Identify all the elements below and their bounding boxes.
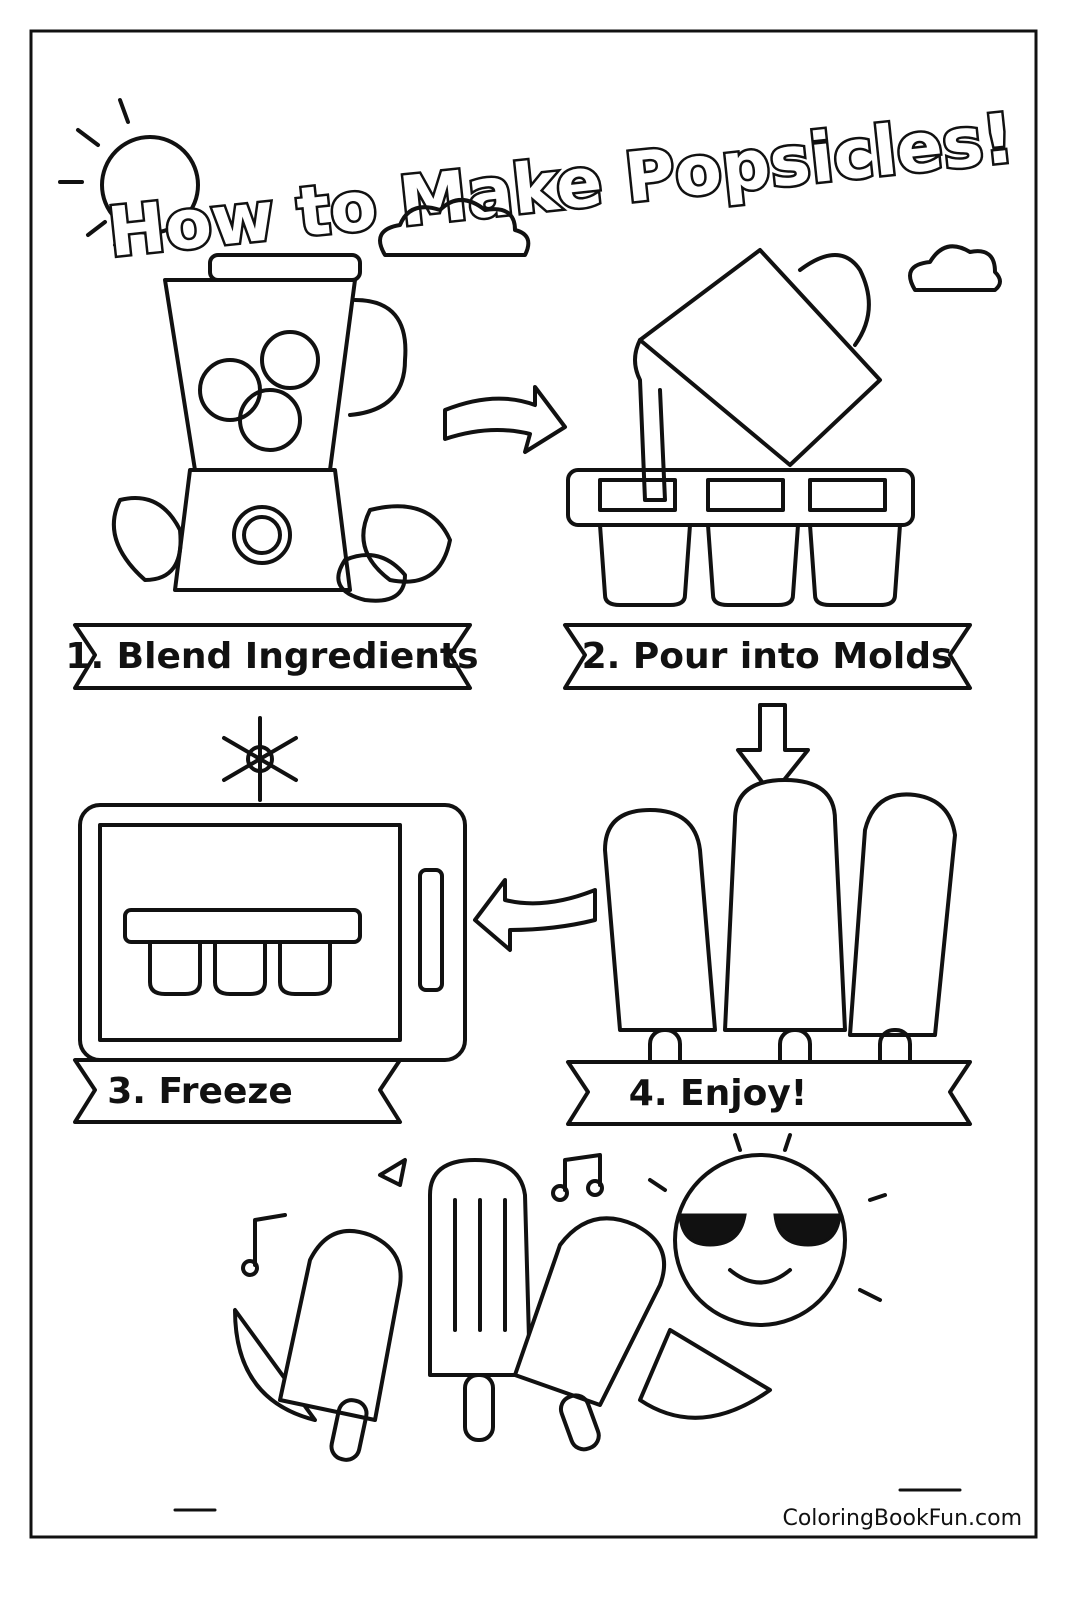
freezer-illustration — [78, 803, 467, 1062]
blender-illustration — [111, 253, 452, 603]
watermelon-slice-icon — [233, 1308, 772, 1422]
arrow-left-icon — [473, 878, 597, 952]
snowflake-icon — [222, 716, 298, 802]
arrow-right-icon — [443, 385, 567, 454]
cloud-icon — [378, 198, 531, 257]
step-1-banner: 1. Blend Ingredients — [65, 623, 479, 690]
footer-watermark: ColoringBookFun.com — [782, 1506, 1022, 1531]
sun-with-sunglasses-icon — [648, 1133, 887, 1327]
pitcher-illustration — [633, 248, 882, 502]
arrow-down-icon — [736, 703, 810, 797]
step-3-banner: 3. Freeze — [73, 1058, 402, 1124]
step-2-banner: 2. Pour into Molds — [563, 623, 972, 690]
step-1-label: 1. Blend Ingredients — [65, 636, 478, 677]
step-2-label: 2. Pour into Molds — [582, 636, 953, 677]
page-title: How to Make Popsicles! — [104, 99, 1017, 273]
beach-popsicles-illustration — [173, 1158, 962, 1512]
music-note-icon — [241, 1153, 604, 1277]
step-4-banner: 4. Enjoy! — [566, 1060, 972, 1126]
popsicles-illustration — [603, 778, 957, 1082]
cloud-icon — [908, 244, 1002, 292]
step-3-label: 3. Freeze — [107, 1071, 293, 1112]
page-border — [29, 29, 1038, 1539]
step-4-label: 4. Enjoy! — [629, 1073, 807, 1114]
title-sun-icon — [58, 98, 200, 247]
popsicle-mold-illustration — [566, 468, 915, 607]
